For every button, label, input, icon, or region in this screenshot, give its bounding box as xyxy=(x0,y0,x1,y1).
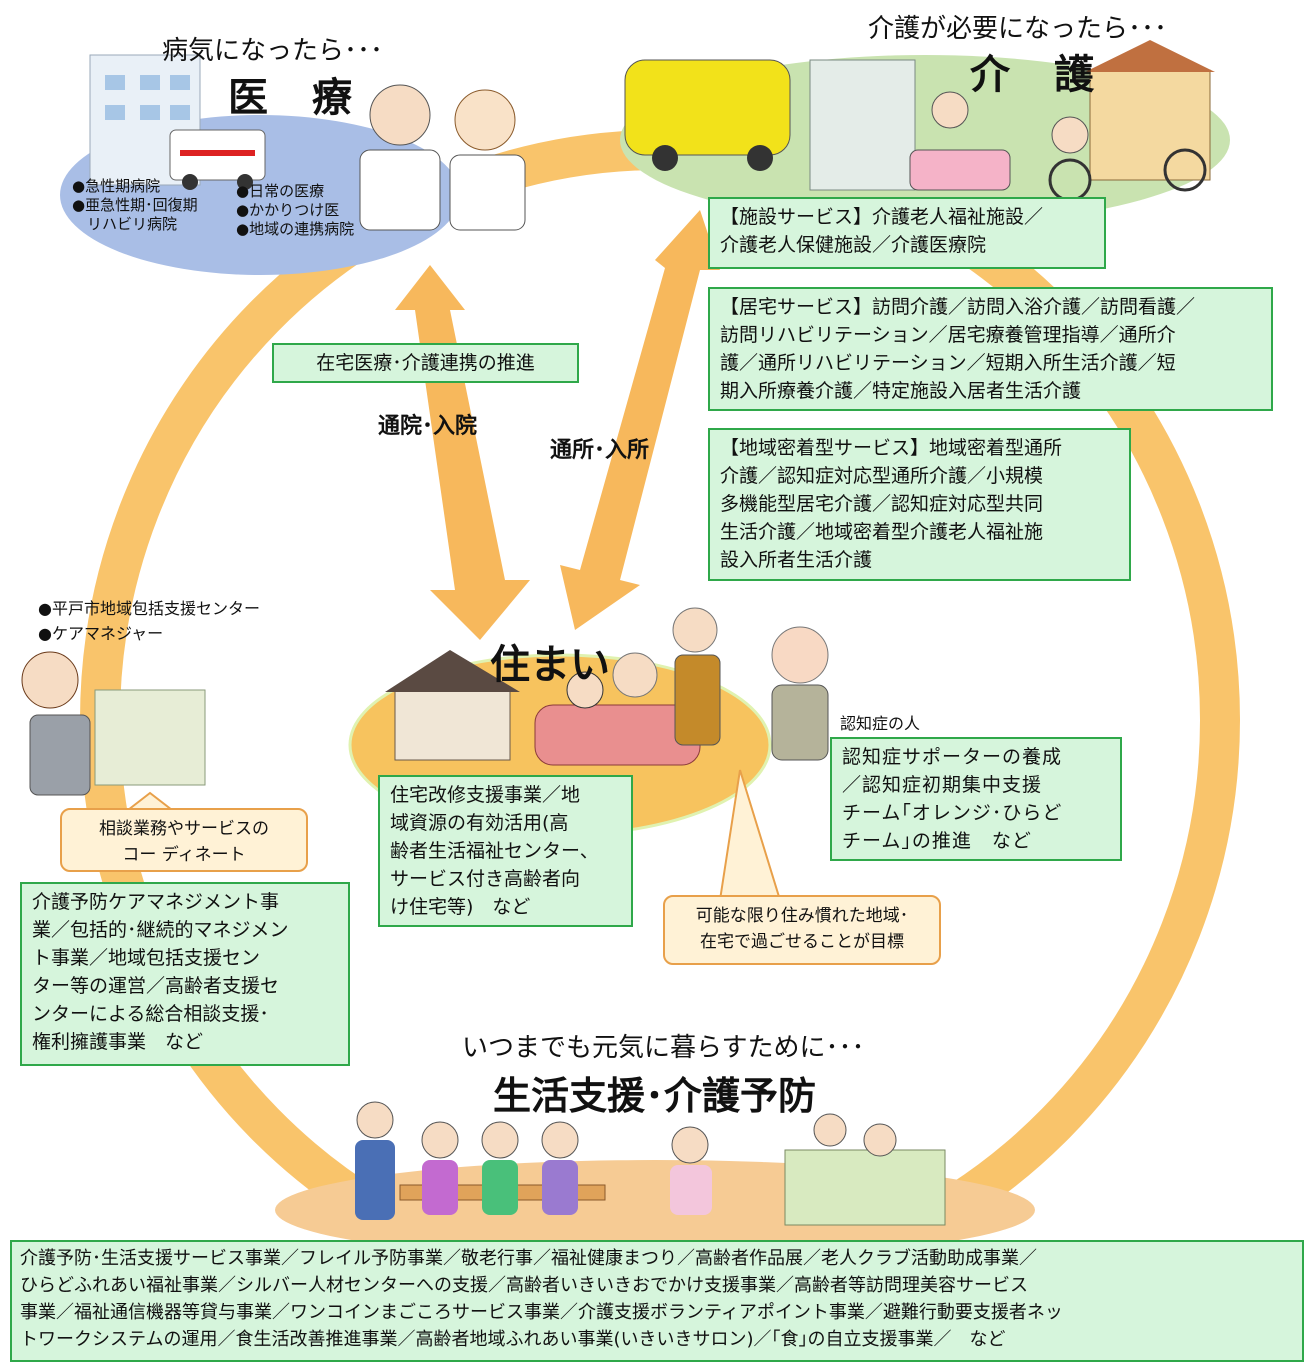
support-center-bullets: ●平戸市地域包括支援センター ●ケアマネジャー xyxy=(38,599,260,643)
care-subtitle: 介護が必要になったら･･･ xyxy=(868,14,1168,44)
coordination-bubble: 相談業務やサービスの コー ディネート xyxy=(60,808,308,872)
dementia-label: 認知症の人 xyxy=(840,714,921,733)
care-facility-illustration xyxy=(809,40,1215,191)
ambulance-illustration xyxy=(169,129,266,190)
medical-hospitals: ●急性期病院 ●亜急性期･回復期 リハビリ病院 xyxy=(72,177,198,233)
family-illustration xyxy=(534,607,721,766)
medical-subtitle: 病気になったら･･･ xyxy=(162,36,384,66)
goal-bubble: 可能な限り住み慣れた地域･ 在宅で過ごせることが目標 xyxy=(663,895,941,965)
facility-arrow xyxy=(560,210,720,630)
home-medical-link-box: 在宅医療･介護連携の推進 xyxy=(272,343,579,383)
home-services-box: 【居宅サービス】訪問介護／訪問入浴介護／訪問看護／ 訪問リハビリテーション／居宅… xyxy=(708,287,1273,411)
care-people-illustration xyxy=(909,91,1207,202)
care-van-illustration xyxy=(624,59,791,171)
elderly-dementia-illustration xyxy=(771,626,829,761)
hospital-arrow xyxy=(395,265,530,640)
community-services-box: 【地域密着型サービス】地域密着型通所 介護／認知症対応型通所介護／小規模 多機能… xyxy=(708,428,1131,581)
dementia-projects-box: 認知症サポーターの養成 ／認知症初期集中支援 チーム｢オレンジ･ひらど チーム｣… xyxy=(830,737,1122,861)
home-title: 住まい xyxy=(490,642,610,688)
hospital-building-illustration xyxy=(89,54,201,186)
facility-visit-label: 通所･入所 xyxy=(550,438,650,463)
hospital-visit-label: 通院･入院 xyxy=(378,414,478,439)
facility-services-box: 【施設サービス】介護老人福祉施設／ 介護老人保健施設／介護医療院 xyxy=(708,197,1106,269)
home-projects-box: 住宅改修支援事業／地 域資源の有効活用(高 齢者生活福祉センター、 サービス付き… xyxy=(378,775,633,927)
medical-title: 医 療 xyxy=(228,75,354,121)
care-manager-illustration xyxy=(21,651,206,796)
life-title: 生活支援･介護予防 xyxy=(493,1074,817,1118)
doctor-nurse-illustration xyxy=(359,84,526,231)
support-center-projects-box: 介護予防ケアマネジメント事 業／包括的･継続的マネジメン ト事業／地域包括支援セ… xyxy=(20,882,350,1066)
life-subtitle: いつまでも元気に暮らすために･･･ xyxy=(462,1033,865,1063)
community-people-illustration xyxy=(355,1101,946,1226)
medical-clinics: ●日常の医療 ●かかりつけ医 ●地域の連携病院 xyxy=(236,182,355,238)
house-illustration xyxy=(385,650,520,761)
life-projects-box: 介護予防･生活支援サービス事業／フレイル予防事業／敬老行事／福祉健康まつり／高齢… xyxy=(10,1240,1304,1362)
care-title: 介 護 xyxy=(970,52,1096,98)
